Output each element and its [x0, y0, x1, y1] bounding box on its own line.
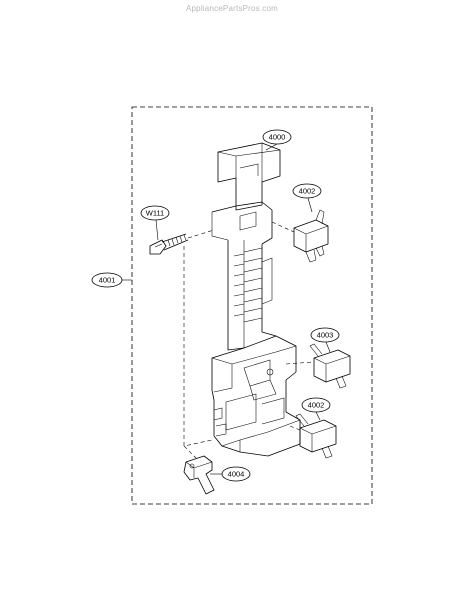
- latch-bracket: [211, 142, 301, 457]
- lever-guide-drop: [183, 445, 197, 459]
- label-switch-middle-text: 4003: [317, 331, 334, 340]
- label-bracket: 4000: [262, 129, 292, 145]
- latch-lever: [183, 455, 215, 495]
- label-lever-text: 4004: [228, 470, 245, 479]
- leader-screw: [155, 219, 159, 241]
- leader-switch-top: [307, 197, 313, 213]
- label-switch-top: 4002: [292, 183, 322, 199]
- leader-switch-middle: [325, 341, 331, 353]
- label-screw-text: W111: [146, 209, 164, 218]
- leader-switch-bottom: [315, 411, 321, 421]
- label-switch-middle: 4003: [310, 327, 340, 343]
- switch-middle-guide-line: [285, 361, 315, 365]
- screw: [149, 233, 189, 255]
- label-switch-top-text: 4002: [299, 187, 316, 196]
- watermark-text: AppliancePartsPros.com: [186, 4, 278, 13]
- micro-switch-top: [293, 209, 329, 263]
- label-assembly-text: 4001: [99, 276, 116, 285]
- micro-switch-bottom: [295, 413, 337, 459]
- micro-switch-middle: [309, 343, 351, 389]
- lever-guide-line: [183, 246, 213, 447]
- label-bracket-text: 4000: [269, 133, 286, 142]
- screw-guide-line: [187, 229, 215, 239]
- label-assembly: 4001: [91, 272, 123, 288]
- label-screw: W111: [140, 205, 170, 221]
- label-lever: 4004: [221, 466, 251, 482]
- label-switch-bottom-text: 4002: [308, 401, 325, 410]
- label-switch-bottom: 4002: [301, 397, 331, 413]
- assembly-boundary: [131, 106, 373, 505]
- switch-bottom-guide-line: [289, 425, 301, 431]
- leader-bracket: [265, 143, 278, 151]
- switch-top-guide-line: [271, 221, 295, 233]
